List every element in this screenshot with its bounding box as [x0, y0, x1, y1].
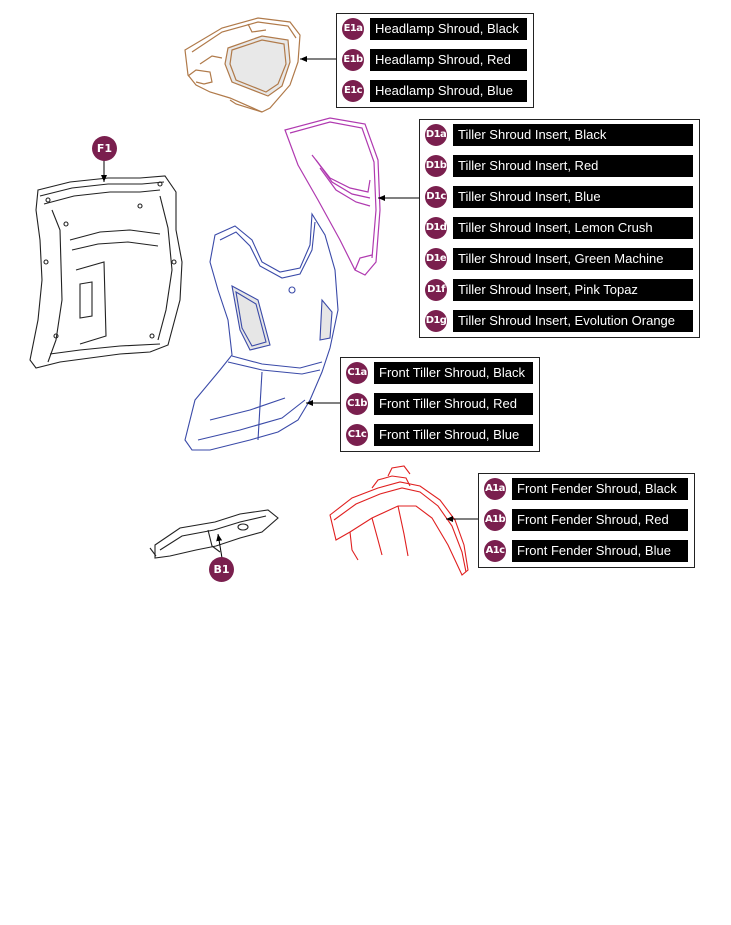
part-code-badge: A1b	[484, 509, 506, 531]
part-code-badge: C1c	[346, 424, 368, 446]
callout-row: D1g Tiller Shroud Insert, Evolution Oran…	[420, 306, 699, 337]
callout-row: E1a Headlamp Shroud, Black	[337, 14, 533, 45]
tiller-shroud-insert-callouts: D1a Tiller Shroud Insert, Black D1b Till…	[419, 119, 700, 338]
headlamp-shroud-callouts: E1a Headlamp Shroud, Black E1b Headlamp …	[336, 13, 534, 108]
part-code-badge: E1a	[342, 18, 364, 40]
rear-shroud-drawing	[29, 175, 183, 369]
part-label: Tiller Shroud Insert, Green Machine	[453, 248, 693, 270]
tiller-shroud-insert-drawing	[284, 117, 381, 276]
part-code-badge: A1a	[484, 478, 506, 500]
callout-row: D1b Tiller Shroud Insert, Red	[420, 151, 699, 182]
part-code-badge: C1a	[346, 362, 368, 384]
part-label: Front Tiller Shroud, Black	[374, 362, 533, 384]
callout-row: E1b Headlamp Shroud, Red	[337, 45, 533, 76]
part-label: Front Tiller Shroud, Blue	[374, 424, 533, 446]
part-code-badge: E1b	[342, 49, 364, 71]
part-label: Headlamp Shroud, Blue	[370, 80, 527, 102]
part-code-badge: D1e	[425, 248, 447, 270]
front-fender-shroud-callouts: A1a Front Fender Shroud, Black A1b Front…	[478, 473, 695, 568]
leader-arrows	[101, 56, 478, 559]
callout-row: C1a Front Tiller Shroud, Black	[341, 358, 539, 389]
part-code-badge: E1c	[342, 80, 364, 102]
part-code-badge: A1c	[484, 540, 506, 562]
callout-row: E1c Headlamp Shroud, Blue	[337, 76, 533, 107]
callout-row: D1f Tiller Shroud Insert, Pink Topaz	[420, 275, 699, 306]
front-fender-shroud-drawing	[329, 465, 469, 576]
part-label: Front Fender Shroud, Blue	[512, 540, 688, 562]
part-code-badge: D1d	[425, 217, 447, 239]
part-label: Front Tiller Shroud, Red	[374, 393, 533, 415]
callout-badge-b1: B1	[209, 557, 234, 582]
callout-row: C1b Front Tiller Shroud, Red	[341, 389, 539, 420]
callout-badge-f1: F1	[92, 136, 117, 161]
part-label: Headlamp Shroud, Red	[370, 49, 527, 71]
front-tiller-shroud-callouts: C1a Front Tiller Shroud, Black C1b Front…	[340, 357, 540, 452]
part-code-badge: D1g	[425, 310, 447, 332]
callout-row: A1a Front Fender Shroud, Black	[479, 474, 694, 505]
headlamp-shroud-drawing	[184, 17, 301, 113]
callout-row: D1d Tiller Shroud Insert, Lemon Crush	[420, 213, 699, 244]
part-label: Tiller Shroud Insert, Blue	[453, 186, 693, 208]
part-code-badge: D1c	[425, 186, 447, 208]
callout-row: A1b Front Fender Shroud, Red	[479, 505, 694, 536]
part-code-badge: D1b	[425, 155, 447, 177]
part-label: Tiller Shroud Insert, Evolution Orange	[453, 310, 693, 332]
callout-row: D1c Tiller Shroud Insert, Blue	[420, 182, 699, 213]
part-label: Front Fender Shroud, Red	[512, 509, 688, 531]
part-label: Front Fender Shroud, Black	[512, 478, 688, 500]
part-label: Headlamp Shroud, Black	[370, 18, 527, 40]
callout-row: D1a Tiller Shroud Insert, Black	[420, 120, 699, 151]
part-code-badge: D1f	[425, 279, 447, 301]
part-code-badge: C1b	[346, 393, 368, 415]
front-tiller-shroud-drawing	[184, 212, 339, 451]
callout-row: A1c Front Fender Shroud, Blue	[479, 536, 694, 567]
part-label: Tiller Shroud Insert, Pink Topaz	[453, 279, 693, 301]
part-label: Tiller Shroud Insert, Lemon Crush	[453, 217, 693, 239]
part-label: Tiller Shroud Insert, Black	[453, 124, 693, 146]
bracket-drawing	[149, 509, 279, 559]
callout-row: C1c Front Tiller Shroud, Blue	[341, 420, 539, 451]
callout-row: D1e Tiller Shroud Insert, Green Machine	[420, 244, 699, 275]
part-label: Tiller Shroud Insert, Red	[453, 155, 693, 177]
part-code-badge: D1a	[425, 124, 447, 146]
